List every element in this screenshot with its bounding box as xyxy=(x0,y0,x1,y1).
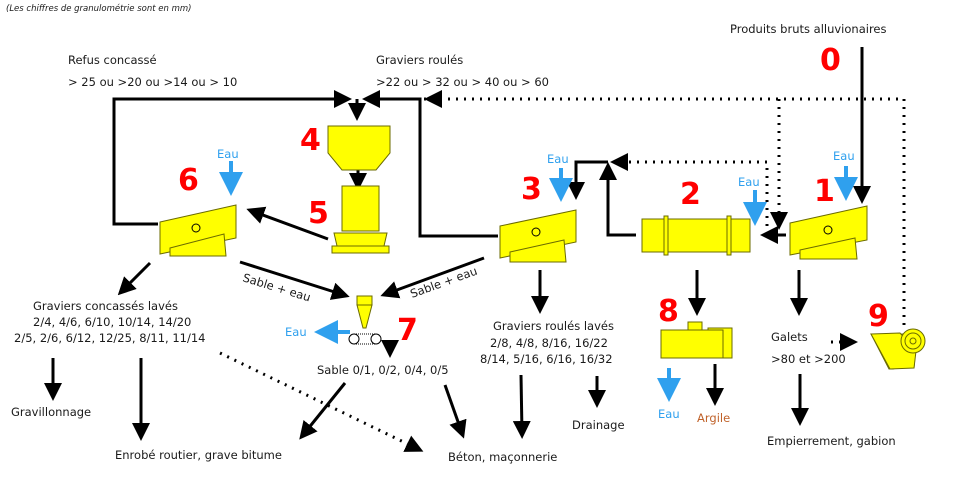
eau-label-2: Eau xyxy=(738,175,760,189)
step-4-number: 4 xyxy=(300,123,321,158)
step-5-number: 5 xyxy=(308,196,329,231)
sand-to-beton-arrow xyxy=(443,384,467,439)
galets-title: Galets xyxy=(771,330,808,344)
empierrement-label: Empierrement, gabion xyxy=(767,434,896,448)
step-3-number: 3 xyxy=(521,172,542,207)
gravillonnage-label: Gravillonnage xyxy=(11,405,91,419)
argile-label: Argile xyxy=(697,411,730,425)
separator-8 xyxy=(660,321,733,359)
sable-eau-right-arrow xyxy=(380,256,485,299)
eau-label-7: Eau xyxy=(285,325,307,339)
screen-6 xyxy=(159,204,237,257)
step-9-number: 9 xyxy=(868,299,889,334)
enrobe-label: Enrobé routier, grave bitume xyxy=(115,448,282,462)
eau-label-6: Eau xyxy=(217,147,239,161)
sable-sizes: Sable 0/1, 0/2, 0/4, 0/5 xyxy=(317,363,449,377)
screen6-output-arrow xyxy=(117,261,152,296)
galets-recycle-dotted xyxy=(424,90,906,325)
to-screen3-arrow xyxy=(567,160,608,200)
produits-bruts-label: Produits bruts alluvionaires xyxy=(730,22,887,36)
step-6-number: 6 xyxy=(178,163,199,198)
refus-recycle-line xyxy=(112,90,352,226)
eau-label-3: Eau xyxy=(547,152,569,166)
beton-label: Béton, maçonnerie xyxy=(448,450,557,464)
roules-laves-sizes-2: 8/14, 5/16, 6/16, 16/32 xyxy=(480,352,613,366)
sand-to-enrobe-arrow xyxy=(299,382,347,440)
roules-recycle-line xyxy=(362,90,498,238)
crusher-9 xyxy=(870,328,926,370)
concasses-sizes-1: 2/4, 4/6, 6/10, 10/14, 14/20 xyxy=(33,315,191,329)
concasses-sizes-2: 2/5, 2/6, 6/12, 12/25, 8/11, 11/14 xyxy=(14,331,206,345)
hydrocyclone-7 xyxy=(348,295,382,345)
refus-concasse-title: Refus concassé xyxy=(68,53,157,67)
step-7-number: 7 xyxy=(397,313,418,348)
trommel-to-screen3-line xyxy=(599,162,636,237)
crusher-5 xyxy=(331,185,390,254)
concasses-title: Graviers concassés lavés xyxy=(33,299,178,313)
step-0-number: 0 xyxy=(820,43,841,78)
galets-sizes: >80 et >200 xyxy=(771,352,846,366)
hopper-4 xyxy=(327,125,391,171)
sable-eau-left-arrow xyxy=(239,260,350,300)
eau-label-8: Eau xyxy=(658,407,680,421)
crusher-to-screen6-arrow xyxy=(246,206,329,241)
drainage-label: Drainage xyxy=(572,418,625,432)
step-2-number: 2 xyxy=(680,177,701,212)
roules-to-beton-arrow xyxy=(512,374,531,439)
dotted-to-screen3 xyxy=(610,153,769,226)
screen-1 xyxy=(789,205,868,260)
refus-concasse-sizes: > 25 ou >20 ou >14 ou > 10 xyxy=(68,75,237,89)
graviers-roules-title: Graviers roulés xyxy=(376,53,463,67)
step-1-number: 1 xyxy=(814,174,835,209)
screen-3 xyxy=(499,209,577,263)
roules-laves-sizes-1: 2/8, 4/8, 8/16, 16/22 xyxy=(490,336,608,350)
sable-eau-left-label: Sable + eau xyxy=(241,270,312,304)
roules-laves-title: Graviers roulés lavés xyxy=(493,319,614,333)
step-8-number: 8 xyxy=(658,294,679,329)
trommel-2 xyxy=(641,215,751,256)
granulometry-note: (Les chiffres de granulométrie sont en m… xyxy=(6,3,191,14)
eau-label-1: Eau xyxy=(833,149,855,163)
graviers-roules-sizes: >22 ou > 32 ou > 40 ou > 60 xyxy=(376,75,549,89)
